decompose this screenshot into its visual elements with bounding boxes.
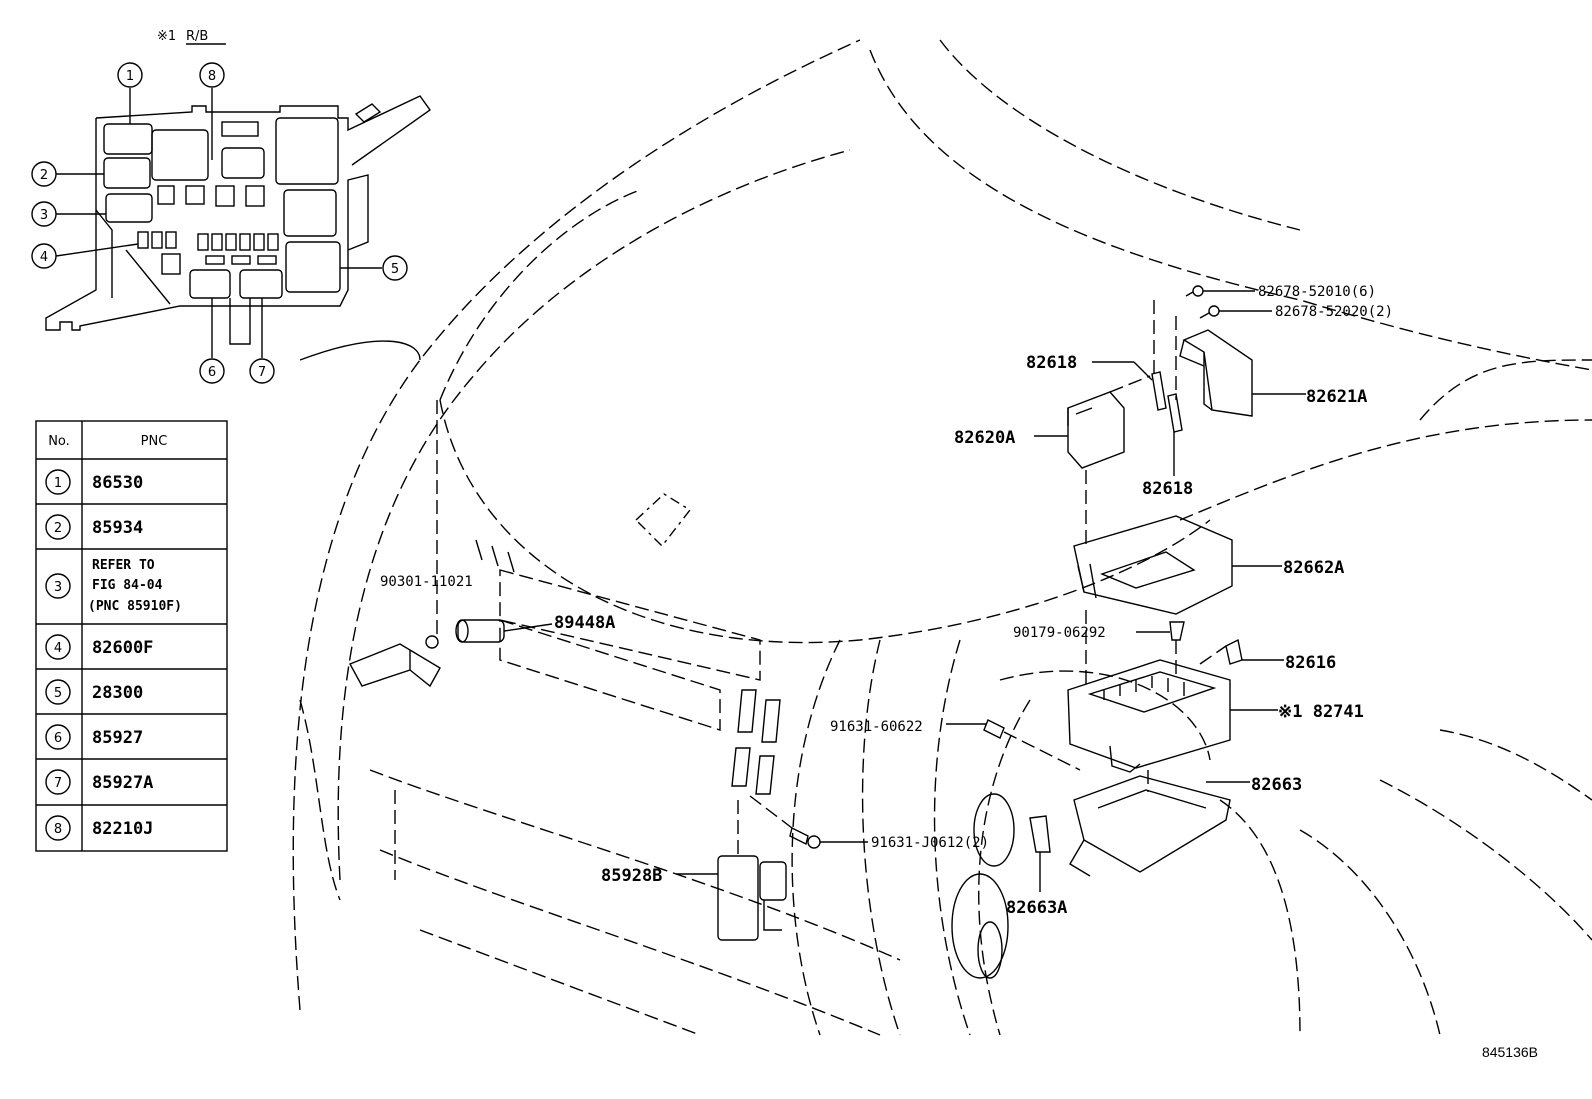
callout-4: 4 [40,250,48,265]
table-row-pnc-line: FIG 84-04 [92,578,163,593]
part-label: 82678-52020(2) [1275,304,1393,320]
part-label: 82620A [954,428,1015,448]
part-label: 90179-06292 [1013,625,1106,641]
lower-tray-82663 [1069,770,1250,877]
part-label: 89448A [554,613,615,633]
part-label: 82621A [1306,387,1367,407]
part-label: 91631-60622 [830,719,923,735]
sensor-cable [349,400,441,688]
table-row-no: 3 [54,580,62,595]
table-row-no: 1 [54,476,62,491]
callout-2: 2 [40,168,48,183]
table-row-no: 4 [54,641,62,656]
callout-8: 8 [208,69,216,84]
fuse-box-82741 [1067,610,1278,773]
table-row-pnc: 28300 [92,683,143,703]
relay-85928b [676,800,787,941]
part-label: 82616 [1285,653,1336,673]
relay-cover-82620a [1034,375,1151,548]
bracket-82663a [1029,815,1051,892]
table-row-pnc-line: (PNC 85910F) [88,599,182,614]
table-row-pnc: 85927 [92,728,143,748]
vehicle-details [299,340,1015,979]
table-row-no: 5 [54,686,62,701]
callout-5: 5 [391,262,399,277]
part-label: 90301-11021 [380,574,473,590]
part-label: 82662A [1283,558,1344,578]
inset-title: R/B [186,29,208,44]
screws-82678 [1153,285,1272,400]
relay-block-inset: ※1 R/B [31,29,431,384]
pnc-table: No. PNC 1 2 3 4 5 6 7 8 86530 8593 [35,420,228,852]
clip-90179-06292 [1136,621,1185,676]
part-label: ※1 82741 [1278,702,1364,722]
table-row-pnc-line: REFER TO [92,558,155,573]
bolt-91631-60622 [946,719,1081,771]
vehicle-body-outline [292,39,1592,1036]
table-row-no: 2 [54,521,62,536]
callout-1: 1 [126,69,134,84]
table-header-no: No. [48,434,70,449]
table-row-pnc: 85934 [92,518,143,538]
part-label: 91631-J0612(2) [871,835,989,851]
part-label: 82618 [1026,353,1077,373]
table-row-no: 8 [54,822,62,837]
table-row-pnc: 82600F [92,638,153,658]
table-row-no: 7 [54,776,62,791]
table-row-no: 6 [54,731,62,746]
table-row-pnc: 86530 [92,473,143,493]
callout-6: 6 [208,365,216,380]
fuse-puller-82616 [1199,638,1284,665]
part-label: 82663 [1251,775,1302,795]
table-row-pnc: 85927A [92,773,153,793]
callout-7: 7 [258,365,266,380]
figure-reference: 845136B [1482,1044,1538,1060]
bolt-91631-j0612 [749,795,868,849]
table-header-pnc: PNC [141,434,168,449]
inset-title-prefix: ※1 [157,29,176,44]
table-row-pnc: 82210J [92,819,153,839]
callout-3: 3 [40,208,48,223]
part-label: 85928B [601,866,662,886]
cover-82621a [1179,329,1306,417]
part-label: 82618 [1142,479,1193,499]
switch-89448a [455,619,553,643]
fuse-box-cover-82662a [1073,515,1282,615]
part-label: 82678-52010(6) [1258,284,1376,300]
part-label: 82663A [1006,898,1067,918]
